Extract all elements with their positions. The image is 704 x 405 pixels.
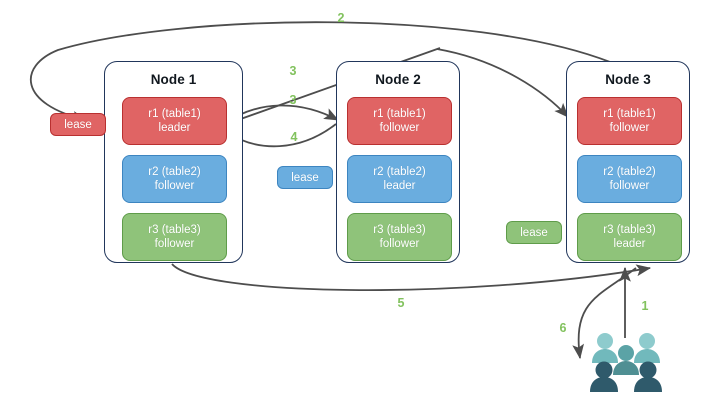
replica-role: follower (379, 238, 420, 250)
lease-box-red[interactable]: lease (50, 113, 106, 136)
replica-name: r1 (table1) (373, 107, 426, 120)
replica-role: follower (154, 238, 195, 250)
replica-role: follower (609, 180, 650, 192)
replica-node2-r3[interactable]: r3 (table3) follower (347, 213, 452, 261)
replica-role: follower (379, 122, 420, 134)
edge-label-1: 1 (641, 299, 649, 313)
node-title-2: Node 2 (375, 72, 421, 87)
replica-node3-r2[interactable]: r2 (table2) follower (577, 155, 682, 203)
lease-box-blue[interactable]: lease (277, 166, 333, 189)
node-title-1: Node 1 (150, 72, 197, 87)
replica-name: r3 (table3) (148, 223, 201, 236)
replica-name: r1 (table1) (603, 107, 656, 120)
replica-role: follower (154, 180, 195, 192)
replica-node3-r3[interactable]: r3 (table3) leader (577, 213, 682, 261)
replica-name: r3 (table3) (373, 223, 426, 236)
edge-label-5: 5 (397, 296, 405, 310)
replica-name: r3 (table3) (603, 223, 656, 236)
replica-node3-r1[interactable]: r1 (table1) follower (577, 97, 682, 145)
replica-node2-r1[interactable]: r1 (table1) follower (347, 97, 452, 145)
replica-node2-r2[interactable]: r2 (table2) leader (347, 155, 452, 203)
replica-name: r2 (table2) (148, 165, 201, 178)
edge-5-path (171, 263, 652, 291)
edge-label-3a: 3 (289, 64, 297, 78)
replica-role: leader (158, 122, 191, 134)
replica-role: leader (613, 238, 646, 250)
replica-node1-r2[interactable]: r2 (table2) follower (122, 155, 227, 203)
edge-label-4: 4 (290, 130, 298, 144)
replica-role: follower (609, 122, 650, 134)
replica-node1-r3[interactable]: r3 (table3) follower (122, 213, 227, 261)
edge-label-6: 6 (559, 321, 567, 335)
replica-name: r2 (table2) (603, 165, 656, 178)
node-title-3: Node 3 (605, 72, 651, 87)
edge-4-path (227, 123, 337, 148)
lease-box-green[interactable]: lease (506, 221, 562, 244)
replica-name: r1 (table1) (148, 107, 201, 120)
node-container-3: Node 3 r1 (table1) follower r2 (table2) … (566, 61, 690, 263)
users-group-icon (590, 333, 662, 392)
node-container-2: Node 2 r1 (table1) follower r2 (table2) … (336, 61, 460, 263)
replica-role: leader (383, 180, 416, 192)
node-container-1: Node 1 r1 (table1) leader r2 (table2) fo… (104, 61, 243, 263)
edge-label-3b: 3 (289, 93, 297, 107)
edge-label-2: 2 (337, 11, 345, 25)
replica-name: r2 (table2) (373, 165, 426, 178)
replica-node1-r1[interactable]: r1 (table1) leader (122, 97, 227, 145)
